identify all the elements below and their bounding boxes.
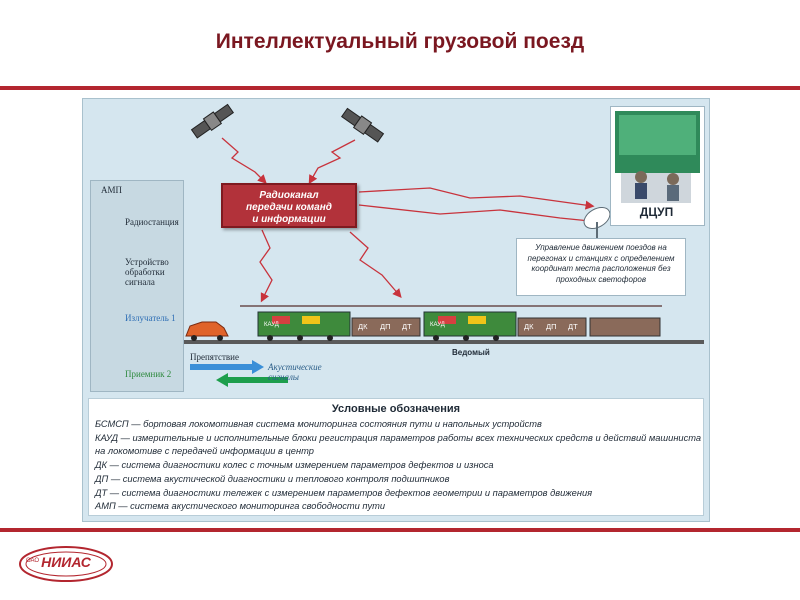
control-note-text: Управление движением поездов на перегона… xyxy=(527,243,675,284)
top-divider xyxy=(0,86,800,90)
wagon-tag: ДК xyxy=(358,322,368,331)
wagon-tag: ДТ xyxy=(402,322,412,331)
legend-box: Условные обозначения БСМСП — бортовая ло… xyxy=(88,398,704,516)
radio-station-label: Радиостанция xyxy=(125,217,179,227)
legend-line: КАУД — измерительные и исполнительные бл… xyxy=(95,433,702,443)
logo-small-text: ОАО xyxy=(26,558,40,564)
radio-channel-label: Радиоканал передачи команд и информации xyxy=(246,190,332,225)
dispatch-center-photo xyxy=(610,106,705,226)
legend-line: АМП — система акустического мониторинга … xyxy=(95,501,386,511)
car-icon xyxy=(185,321,229,341)
obstacle-arrow xyxy=(190,360,264,374)
receiver-label: Приемник 2 xyxy=(125,369,172,379)
radio-links xyxy=(221,137,603,303)
locomotive-2 xyxy=(423,311,517,341)
bottom-divider xyxy=(0,528,800,532)
amp-panel: АМП Радиостанция Устройство обработки си… xyxy=(90,180,184,392)
radio-channel-box: Радиоканал передачи команд и информации xyxy=(221,183,357,228)
wagon-tag: ДП xyxy=(546,322,557,331)
page-title: Интеллектуальный грузовой поезд xyxy=(215,30,585,53)
logo-ellipse-icon xyxy=(19,546,113,582)
emitter-label: Излучатель 1 xyxy=(125,313,176,323)
kaud-tag-2: КАУД xyxy=(430,322,445,328)
control-note-box: Управление движением поездов на перегона… xyxy=(516,238,686,296)
logo-text: НИИАС xyxy=(41,554,91,570)
dispatch-room-image xyxy=(615,111,700,203)
legend-line: на локомотиве с передачей информации в ц… xyxy=(95,446,314,456)
locomotive-1 xyxy=(257,311,351,341)
wagon-tag: ДК xyxy=(524,322,534,331)
acoustic-arrow xyxy=(216,373,288,387)
legend-line: БСМСП — бортовая локомотивная система мо… xyxy=(95,419,542,429)
satellite-icon-right xyxy=(340,107,385,143)
legend-title: Условные обозначения xyxy=(331,403,461,415)
satellite-icon-left xyxy=(190,103,235,139)
wagons xyxy=(351,317,661,337)
dcup-label: ДЦУП xyxy=(639,205,674,219)
legend-line: ДП — система акустической диагностики и … xyxy=(95,474,450,484)
wagon-tag: ДП xyxy=(380,322,391,331)
processor-label: Устройство обработки сигнала xyxy=(125,257,169,287)
slave-label: Ведомый xyxy=(452,348,490,357)
obstacle-label: Препятствие xyxy=(190,352,239,362)
amp-title: АМП xyxy=(101,185,123,195)
niias-logo: ОАО НИИАС xyxy=(18,544,114,584)
legend-line: ДТ — система диагностики тележек с измер… xyxy=(95,488,593,498)
kaud-tag-1: КАУД xyxy=(264,322,279,328)
acoustic-label: Акустические сигналы xyxy=(268,362,322,382)
legend-line: ДК — система диагностики колес с точным … xyxy=(95,460,494,470)
rail-track xyxy=(182,340,704,344)
wagon-tag: ДТ xyxy=(568,322,578,331)
